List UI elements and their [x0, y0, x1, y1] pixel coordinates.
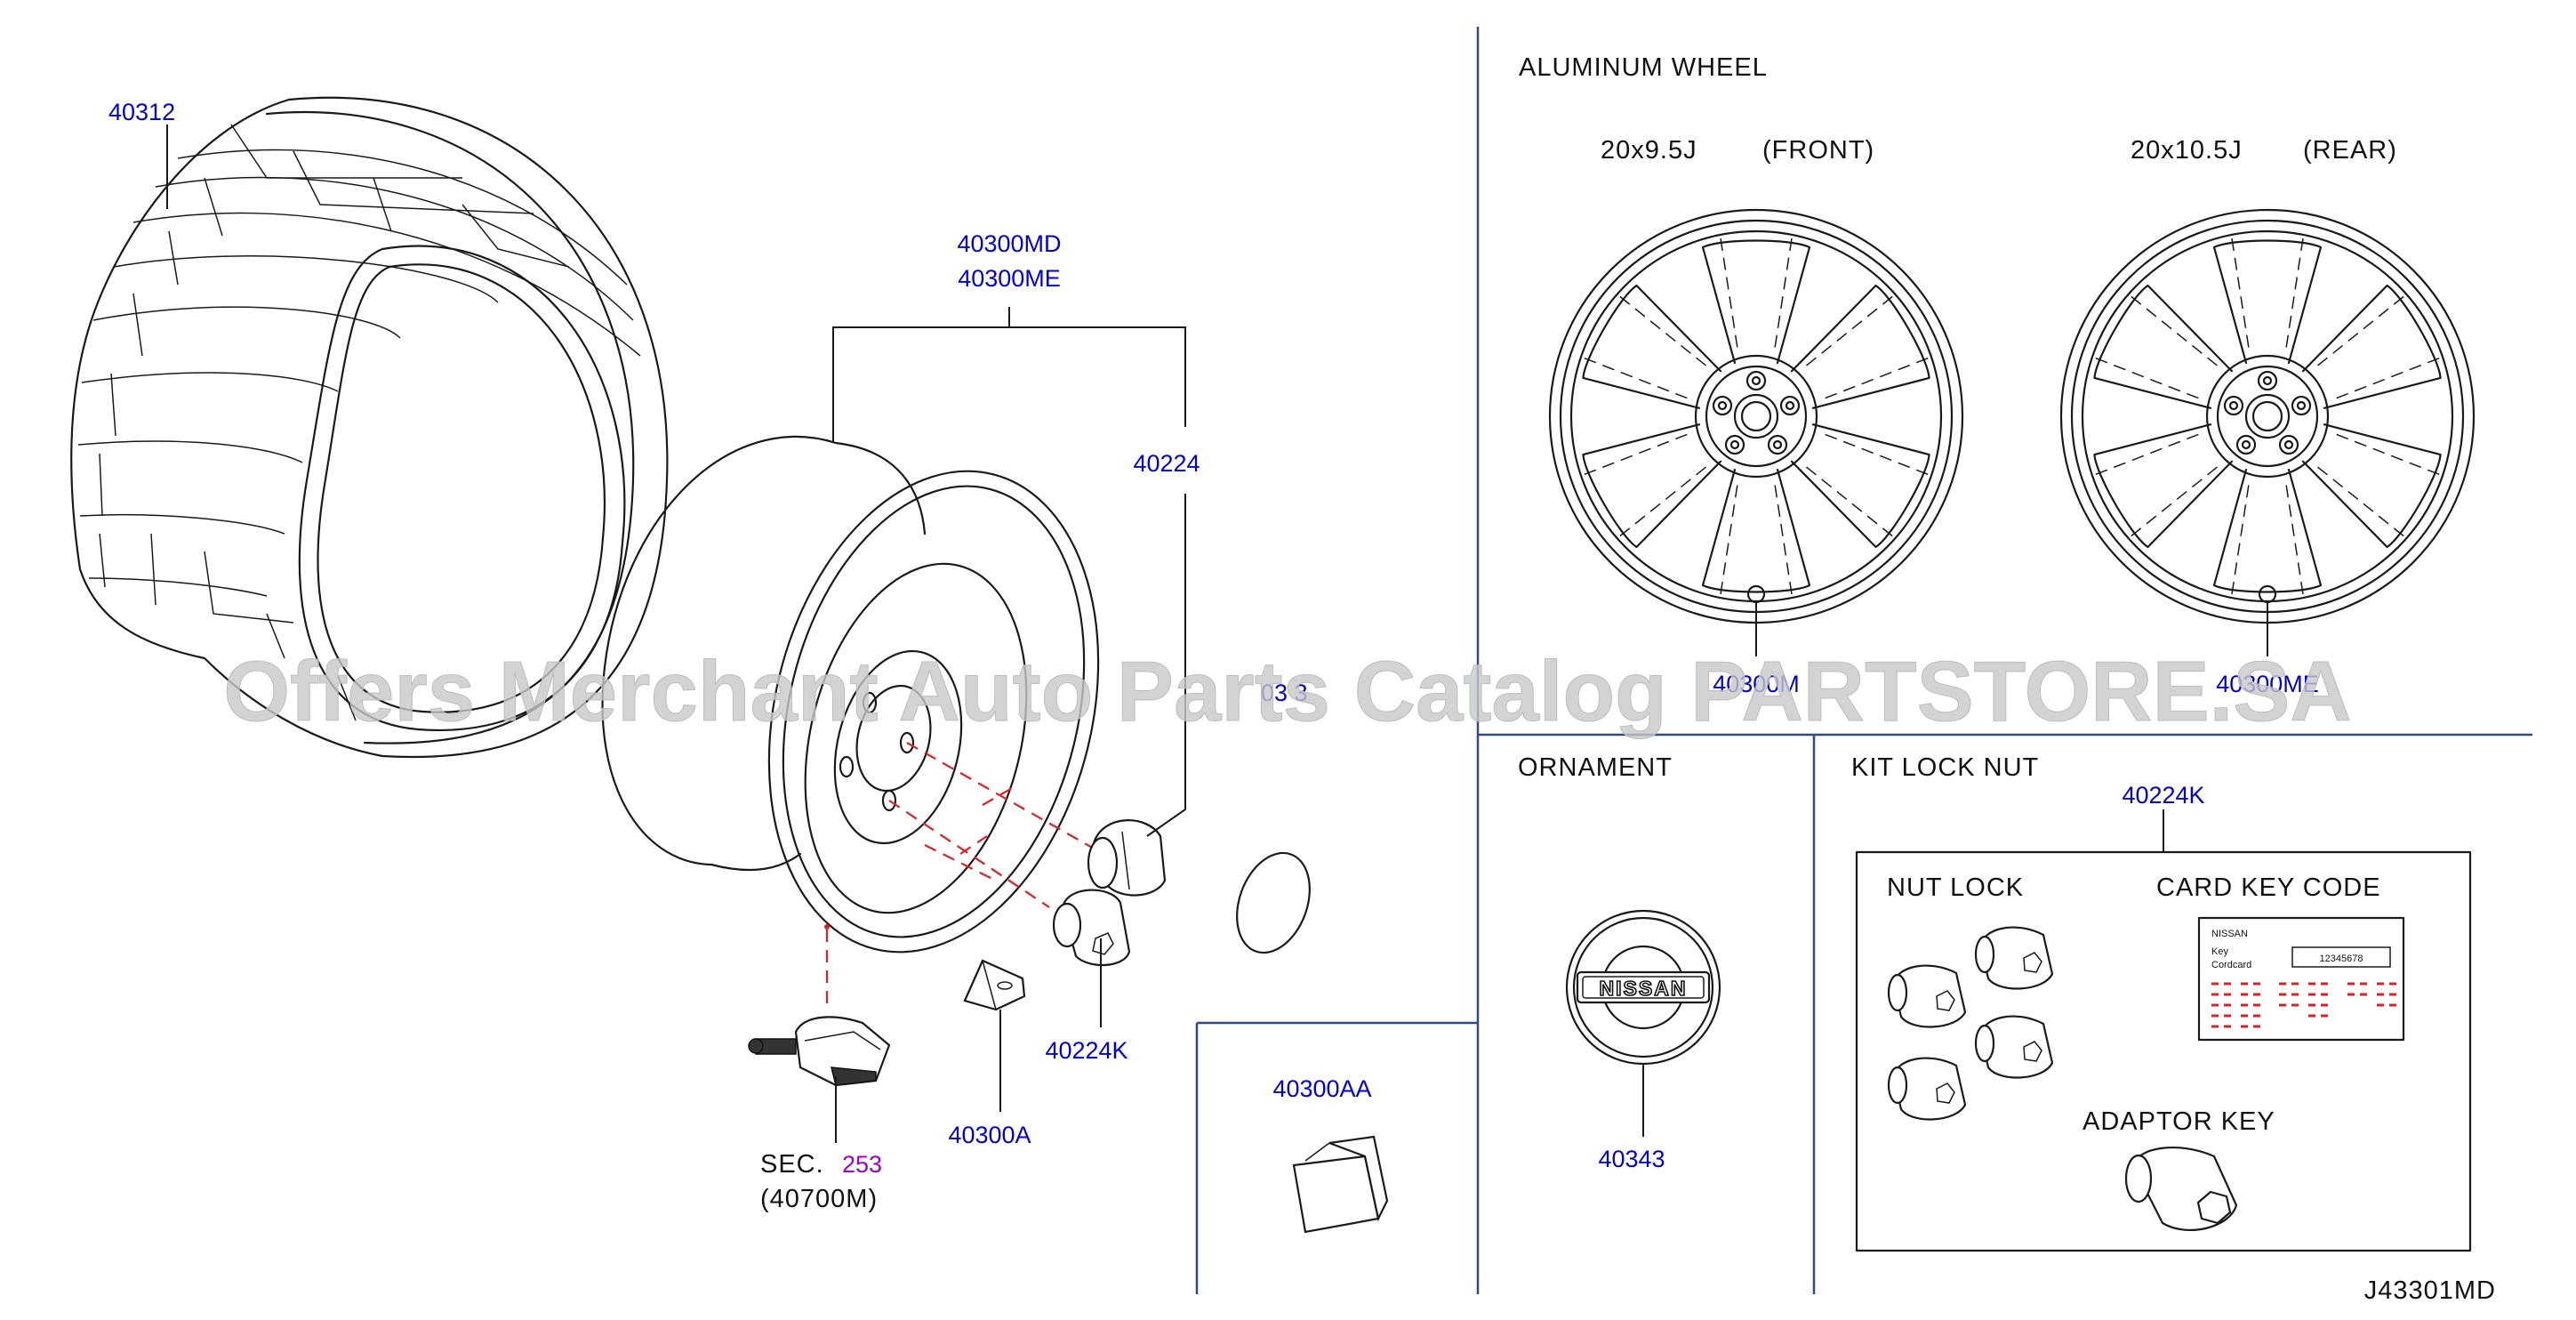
wheel-spoke: [1582, 284, 1722, 409]
watermark: Offers Merchant Auto Parts Catalog PARTS…: [223, 644, 2351, 739]
wheel-spoke: [1701, 237, 1811, 365]
card-code-lines: [2211, 982, 2397, 1028]
lug-nut-drawing[interactable]: [1087, 819, 1167, 897]
balance-weight-drawing[interactable]: [963, 959, 1026, 1011]
section-dividers: [1195, 27, 2532, 1294]
aluminum-wheel-title: ALUMINUM WHEEL: [1519, 53, 1768, 82]
front-aluminum-wheel[interactable]: [1548, 208, 1964, 624]
tire-drawing[interactable]: [70, 96, 669, 759]
tpms-sensor-drawing[interactable]: [748, 1016, 891, 1087]
card-brand: NISSAN: [2211, 929, 2248, 939]
nut-lock-label: NUT LOCK: [1887, 873, 2024, 902]
adaptor-key-drawing[interactable]: [2124, 1147, 2238, 1231]
label-weight-adhesive[interactable]: 40300AA: [1272, 1075, 1371, 1102]
ornament-badge-text: NISSAN: [1600, 977, 1688, 1000]
steel-wheel-drawing[interactable]: [601, 435, 1147, 987]
card-code: 12345678: [2320, 954, 2363, 964]
assembly-lines: [825, 742, 1096, 1005]
wheel-spoke: [2093, 423, 2234, 549]
label-balance-weight[interactable]: 40300A: [948, 1122, 1031, 1148]
wheel-spoke: [1701, 468, 1811, 595]
label-ornament[interactable]: 40343: [1598, 1146, 1665, 1172]
rear-wheel-label: (REAR): [2303, 136, 2397, 165]
label-ornament-partial[interactable]: 03 3: [1261, 680, 1308, 706]
label-lock-nut[interactable]: 40224K: [1045, 1037, 1128, 1064]
ornament-badge[interactable]: NISSAN: [1565, 909, 1721, 1066]
weight-adhesive-drawing[interactable]: [1292, 1135, 1389, 1234]
lock-nut-drawing[interactable]: [1052, 889, 1131, 967]
diagram-code: J43301MD: [2364, 1276, 2496, 1305]
wheel-spoke: [2301, 423, 2442, 549]
ornament-side-drawing[interactable]: [1224, 843, 1322, 963]
label-lug-nut[interactable]: 40224: [1133, 450, 1200, 477]
label-kit-lock-nut[interactable]: 40224K: [2122, 782, 2204, 809]
key-code-card[interactable]: NISSAN Key Cordcard 12345678: [2197, 916, 2405, 1042]
label-rear-wheel[interactable]: 40300ME: [2216, 671, 2319, 697]
card-key-code-label: CARD KEY CODE: [2156, 873, 2381, 902]
front-wheel-label: (FRONT): [1762, 136, 1874, 165]
label-front-wheel[interactable]: 40300M: [1713, 671, 1800, 697]
part-labels: 40312 40300MD 40300ME 40224 03 3 40224K …: [108, 99, 2319, 1213]
ornament-title: ORNAMENT: [1518, 753, 1673, 782]
label-tire[interactable]: 40312: [108, 99, 175, 125]
wheel-spoke: [2212, 468, 2323, 595]
wheel-spoke: [1790, 423, 1930, 549]
leader-lines: [166, 125, 1186, 1143]
lock-nut-set-drawing[interactable]: [1887, 926, 2054, 1121]
card-line-key: Key: [2211, 946, 2228, 957]
rear-aluminum-wheel[interactable]: [2059, 208, 2476, 624]
front-wheel-size: 20x9.5J: [1601, 136, 1697, 165]
rear-wheel-size: 20x10.5J: [2131, 136, 2243, 165]
label-sensor-sec: SEC.: [760, 1150, 824, 1179]
label-sensor-sec-number[interactable]: 253: [842, 1151, 882, 1178]
card-line-cordcard: Cordcard: [2211, 960, 2251, 970]
section-titles: ALUMINUM WHEEL 20x9.5J (FRONT) 20x10.5J …: [1518, 53, 2496, 1305]
wheel-spoke: [2093, 284, 2234, 409]
wheel-spoke: [2301, 284, 2442, 409]
label-sensor-part: (40700M): [760, 1185, 878, 1213]
wheel-spoke: [1790, 284, 1930, 409]
wheel-spoke: [2212, 237, 2323, 365]
label-wheel-code-2[interactable]: 40300ME: [958, 265, 1061, 292]
label-wheel-code-1[interactable]: 40300MD: [957, 230, 1061, 257]
kit-lock-nut-title: KIT LOCK NUT: [1851, 753, 2039, 782]
wheel-spoke: [1582, 423, 1722, 549]
adaptor-key-label: ADAPTOR KEY: [2082, 1107, 2275, 1136]
